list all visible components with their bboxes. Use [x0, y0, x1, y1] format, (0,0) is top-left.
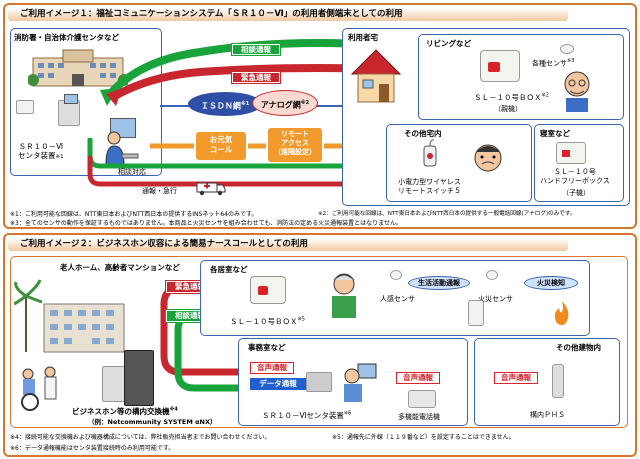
sick-person-icon	[474, 144, 502, 172]
bedroom-title: 寝室など	[540, 129, 570, 138]
note-1: ※1：ご利用可能な回線は、NTT東日本およびNTT西日本の提供するINSネット6…	[10, 211, 258, 218]
phs-device	[552, 364, 564, 398]
phone-label: 多機能電話機	[398, 413, 440, 421]
sensor-label: 各種センサ※3	[532, 58, 575, 68]
fire-detect-bubble: 火災検知	[524, 276, 578, 290]
elderly-man-icon	[564, 71, 590, 112]
living-title: リビングなど	[426, 39, 471, 48]
respond-label: 相談対応	[118, 168, 146, 176]
human-sensor-device	[390, 270, 402, 280]
other-building-title: その他建物内	[556, 343, 601, 352]
sl10-box-button	[488, 62, 500, 72]
center-device-label: ＳＲ１０－Ⅵ センタ装置※1	[18, 142, 64, 160]
office-staff-icon	[344, 363, 377, 402]
note-4: ※4：接続可能な交換機および機器構成については、弊社販売担当者までお問い合わせく…	[10, 434, 271, 441]
note-3: ※3：全てのセンサの動作を保証するものではありません。本商品と火災センサを組み合…	[10, 220, 403, 227]
sl10-box-label: ＳＬ－１０号ＢＯＸ※2	[474, 92, 549, 103]
office-center-label: ＳＲ１０－Ⅵセンタ装置※6	[262, 410, 352, 421]
handsfree-device	[556, 142, 586, 164]
office-title: 事務室など	[248, 343, 286, 352]
s2-sl10-box-device	[250, 276, 286, 304]
operator-icon	[105, 131, 139, 165]
emergency-arrow-label: 緊急通報	[232, 72, 280, 83]
sensor-device	[560, 44, 574, 54]
pbx-model: （例：Netcommunity SYSTEM αNX）	[88, 418, 217, 426]
room-title: 各居室など	[210, 265, 248, 274]
section1-title: ご利用イメージ１：福祉コミュニケーションシステム「ＳＲ１０－Ⅵ」の利用者側端末と…	[8, 8, 568, 21]
wheelchair-people-icon	[21, 366, 57, 411]
office-center-device	[306, 372, 332, 392]
living-activity-bubble: 生活活動通報	[408, 276, 470, 290]
isdn-network: ＩＳＤＮ網※1	[188, 92, 262, 116]
fire-sensor-device	[486, 270, 498, 280]
wall-switch-device	[468, 300, 484, 326]
remote-switch-label: 小電力型ワイヤレス リモートスイッチ５	[398, 178, 461, 195]
office-voice2-callout: 音声通報	[396, 372, 440, 384]
other-home-title: その他宅内	[404, 129, 442, 138]
office-voice-callout: 音声通報	[250, 362, 294, 374]
home-title: 利用者宅	[348, 33, 378, 42]
office-data-callout: データ通報	[250, 378, 306, 390]
note-5: ※5：通報先に外線（１１９番など）を設定することはできません。	[332, 434, 515, 441]
fire-icon	[554, 301, 569, 325]
ambulance-icon	[196, 182, 226, 196]
remote-access-label: リモート アクセス （遠隔設定）	[268, 128, 322, 162]
remote-switch-icon	[423, 139, 437, 167]
pbx-label: ビジネスホン等の構内交換機※4	[72, 406, 178, 417]
note-2: ※2：ご利用可能な回線は、NTT東日本およびNTT西日本の提供する一般電話回線(…	[318, 211, 576, 217]
resident-icon	[332, 273, 356, 318]
fire-sensor-label: 火災センサ	[478, 295, 513, 303]
handsfree-sublabel: （子機）	[562, 189, 590, 197]
center-title: 消防署・自治体介護センタなど	[14, 33, 119, 42]
s2-sl10-box-label: ＳＬ－１０号ＢＯＸ※5	[230, 316, 305, 327]
s2-sl10-box-button	[258, 286, 268, 295]
section2-title: ご利用イメージ２：ビジネスホン収容による簡易ナースコールとしての利用	[8, 238, 568, 251]
ogenki-call-label: お元気 コール	[196, 132, 246, 160]
house-icon	[350, 49, 402, 103]
facility-building-image	[14, 279, 125, 353]
human-sensor-label: 人感センサ	[380, 295, 415, 303]
multifunction-phone	[408, 390, 436, 408]
center-monitor-1	[64, 94, 78, 104]
pbx-device-2	[124, 350, 154, 406]
sl10-box-sublabel: （親機）	[494, 105, 522, 113]
consult-arrow-label: 相談通報	[232, 44, 280, 55]
handsfree-button	[562, 150, 570, 157]
living-box	[418, 34, 624, 120]
center-pc-tower	[16, 100, 34, 114]
facility-title: 老人ホーム、高齢者マンションなど	[60, 263, 180, 272]
other-home-box	[386, 124, 532, 202]
analog-network: アナログ網※2	[252, 90, 318, 116]
other-voice-callout: 音声通報	[494, 372, 538, 384]
handsfree-label: ＳＬ－１０号 ハンドフリーボックス	[540, 168, 610, 185]
sl10-box-device	[480, 50, 520, 82]
dispatch-label: 通報・急行	[142, 187, 177, 195]
phs-label: 構内ＰＨＳ	[530, 411, 565, 419]
note-6: ※6：データ通報機能はセンタ装置接続時のみ利用可能です。	[10, 445, 175, 452]
